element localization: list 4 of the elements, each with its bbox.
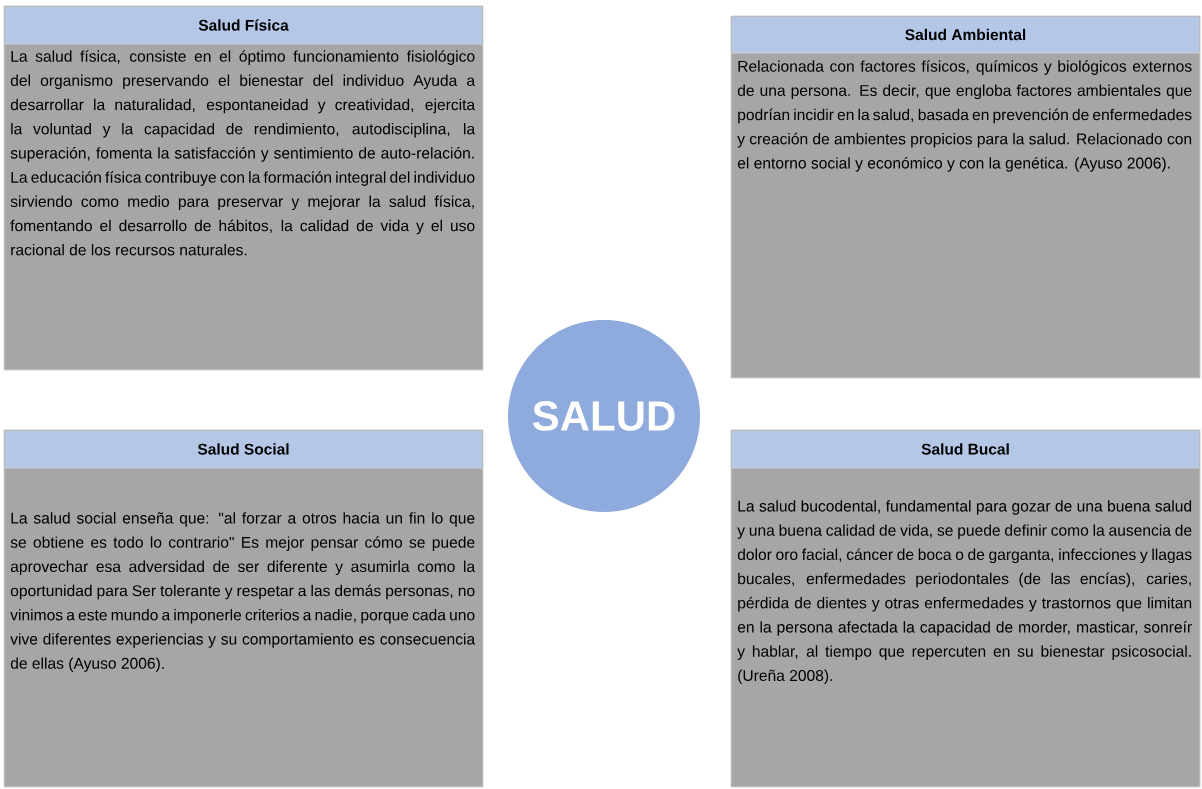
text-card: Salud Social La salud social enseña que: "al forzar a otros hacia un fin lo que se obtiene es todo lo contrario" Es mejor pensar cómo se puede aprovechar esa adversidad de ser diferente y asumirla como la oportunidad para Ser tolerante y respetar a las demás personas, no vinimos a este mundo a imponerle criterios a nadie, porque cada uno vive diferentes experiencias y su comportamiento es consecuencia de ellas (Ayuso 2006). — [3, 429, 484, 788]
text-card: Salud Ambiental Relacionada con factores físicos, químicos y biológicos externos de una persona. Es decir, que engloba factores ambientales que podrían incidir en la salud, basada en prevención de enfermedades y creación de ambientes propicios para la salud. Relacionado con el entorno social y económico y con la genética. (Ayuso 2006). — [730, 15, 1201, 379]
text-card: Salud Bucal La salud bucodental, fundamental para gozar de una buena salud y una buena calidad de vida, se puede definir como la ausencia de dolor oro facial, cáncer de boca o de garganta, infecciones y llagas bucales, enfermedades periodontales (de las encías), caries, pérdida de dientes y otras enfermedades y trastornos que limitan en la persona afectada la capacidad de morder, masticar, sonreír y hablar, al tiempo que repercuten en su bienestar psicosocial. (Ureña 2008). — [730, 429, 1201, 788]
text-card: Salud Física La salud física, consiste en el óptimo funcionamiento fisiológico del organismo preservando el bienestar del individuo Ayuda a desarrollar la naturalidad, espontaneidad y creatividad, ejercita la voluntad y la capacidad de rendimiento, autodisciplina, la superación, fomenta la satisfacción y sentimiento de auto-relación. La educación física contribuye con la formación integral del individuo sirviendo como medio para preservar y mejorar la salud física, fomentando el desarrollo de hábitos, la calidad de vida y el uso racional de los recursos naturales. — [3, 5, 484, 371]
